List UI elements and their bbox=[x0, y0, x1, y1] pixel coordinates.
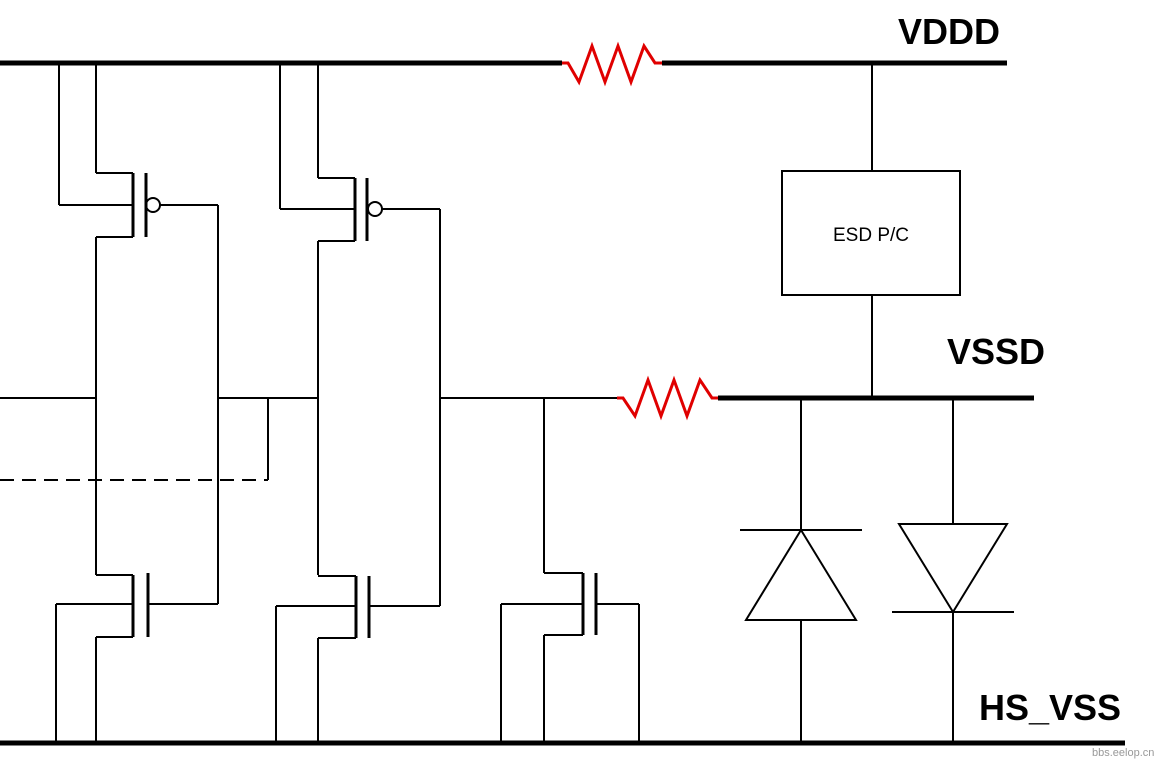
esd-clamp: ESD P/C bbox=[781, 63, 961, 398]
esd-pc-label: ESD P/C bbox=[833, 225, 909, 246]
vssd-label: VSSD bbox=[947, 331, 1045, 372]
inverter-2 bbox=[275, 63, 441, 743]
vddd-resistor bbox=[562, 41, 662, 87]
vssd-resistor bbox=[617, 375, 718, 421]
diode-1 bbox=[740, 398, 862, 743]
vddd-label: VDDD bbox=[898, 11, 1000, 52]
nmos-transistor-1 bbox=[55, 573, 218, 743]
hs-vss-label: HS_VSS bbox=[979, 687, 1121, 728]
nmos-transistor-3 bbox=[500, 398, 640, 743]
pmos-transistor-1 bbox=[58, 63, 219, 604]
stage-connection bbox=[218, 397, 318, 480]
watermark: bbs.eelop.cn bbox=[1092, 747, 1154, 759]
diode-2 bbox=[892, 398, 1014, 743]
nmos-transistor-2 bbox=[275, 575, 440, 743]
pmos-transistor-2 bbox=[279, 63, 441, 606]
inverter-1 bbox=[0, 63, 268, 743]
